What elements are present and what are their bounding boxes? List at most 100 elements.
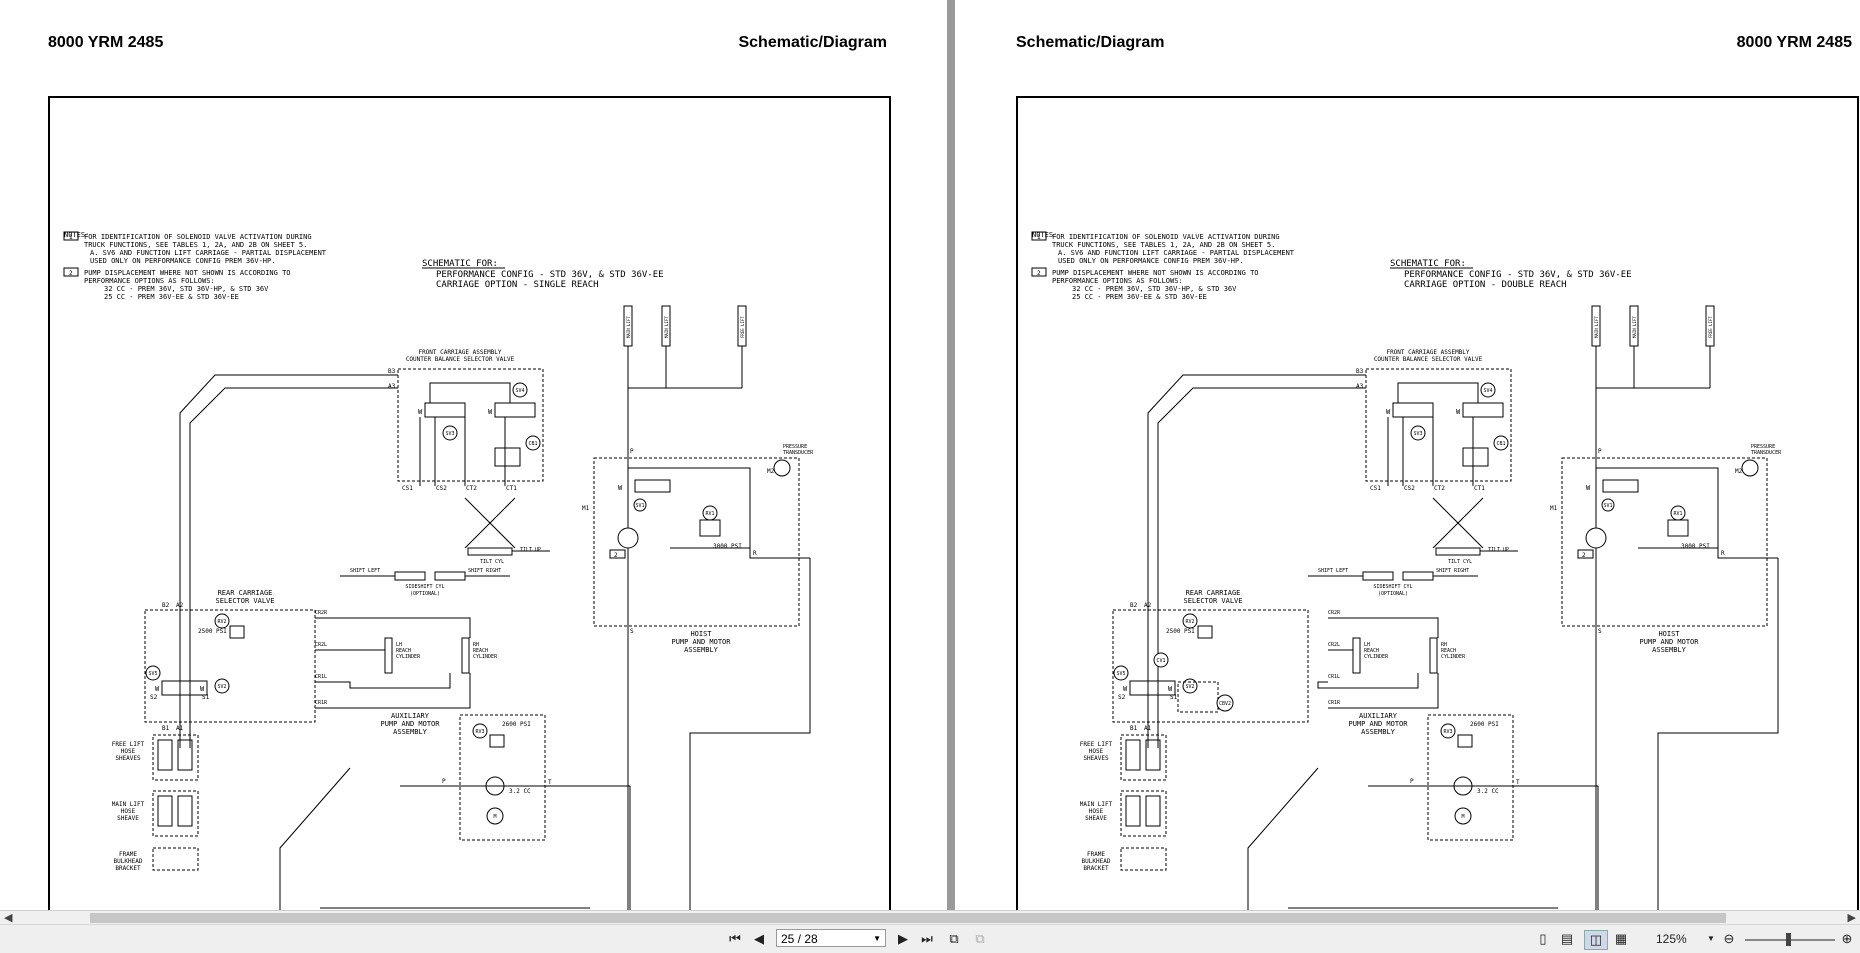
cb-circle: [1493, 435, 1509, 451]
page-number-input[interactable]: 25 / 28 ▼: [776, 929, 886, 947]
lift-cylinder-label: MAIN LIFT: [1632, 316, 1637, 338]
doc-id: 8000 YRM 2485: [48, 34, 164, 51]
prev-view-icon[interactable]: ⧉: [949, 931, 959, 946]
aux-motor-symbol: [1454, 807, 1472, 825]
hoist-label: HOIST: [690, 630, 712, 638]
reach-line: [315, 617, 471, 638]
note-text: USED ONLY ON PERFORMANCE CONFIG PREM 36V…: [90, 257, 275, 265]
hoist-label: PUMP AND MOTOR: [1639, 638, 1699, 646]
port-label: CR1L: [1328, 674, 1340, 680]
doc-id: 8000 YRM 2485: [1736, 34, 1852, 51]
port-label: CR1R: [315, 700, 328, 706]
notes-title: NOTES:: [64, 231, 89, 239]
prev-page-icon[interactable]: ◀: [754, 931, 764, 946]
zoom-out-icon[interactable]: ⊖: [1723, 931, 1735, 946]
lift-cylinder-label: FREE LIFT: [1708, 316, 1713, 338]
valve-tag: SV2: [1185, 684, 1194, 690]
selector-valve: [424, 402, 466, 418]
note-text: 25 CC - PREM 36V-EE & STD 36V-EE: [104, 293, 239, 301]
horizontal-scrollbar[interactable]: ◀ ▶: [0, 910, 1860, 925]
rh-reach-label: CYLINDER: [473, 654, 498, 660]
hose-line-b: [179, 374, 398, 748]
rh-reach-label: RH: [1441, 642, 1447, 648]
port-label: CR1R: [1328, 700, 1341, 706]
frame-label: BULKHEAD: [1082, 858, 1111, 865]
rv-circle: [1440, 723, 1456, 739]
front-carriage-label: FRONT CARRIAGE ASSEMBLY: [1386, 349, 1469, 356]
sv-circle: [1480, 382, 1496, 398]
relief-valve: [1667, 519, 1689, 537]
lift-cylinder-label: FREE LIFT: [740, 316, 745, 338]
port-label: W: [200, 685, 205, 693]
zoom-slider-thumb[interactable]: [1786, 933, 1791, 946]
rh-reach-label: CYLINDER: [1441, 654, 1466, 660]
shift-left-label: SHIFT LEFT: [350, 568, 380, 574]
tilt-cylinder-body: [467, 547, 513, 556]
port-label: CS1: [402, 485, 413, 492]
next-view-icon[interactable]: ⧉: [975, 931, 985, 946]
tilt-cyl-label: TILT CYL: [480, 559, 504, 565]
hoist-label: ASSEMBLY: [1652, 646, 1687, 654]
note-number: 1: [69, 234, 73, 241]
chevron-down-icon[interactable]: ▼: [873, 934, 881, 943]
scroll-right-icon[interactable]: ▶: [1847, 912, 1856, 924]
main-lift-sheave-box: [152, 790, 199, 837]
shift-right-label: SHIFT RIGHT: [468, 568, 501, 574]
port-label: CS2: [436, 485, 447, 492]
lh-reach-label: LH: [396, 642, 402, 648]
port-label: CT2: [466, 485, 477, 492]
single-page-icon[interactable]: ▯: [1539, 931, 1547, 946]
port-label: S: [630, 628, 634, 635]
note-text: A. SV6 AND FUNCTION LIFT CARRIAGE - PART…: [1058, 249, 1295, 257]
selector-valve: [1462, 402, 1504, 418]
two-page-icon[interactable]: ◫: [1584, 930, 1608, 950]
tilt-cylinder: [464, 497, 516, 524]
return-line: [1657, 558, 1779, 910]
port-label: R: [1721, 550, 1725, 557]
sheave: [1145, 739, 1161, 771]
valve-tag: M: [1461, 814, 1464, 820]
first-page-icon[interactable]: ⏮: [729, 931, 741, 946]
sv1-valve: [634, 479, 671, 493]
sheave: [177, 795, 193, 827]
port-label: P: [630, 448, 634, 455]
lh-reach-label: REACH: [396, 648, 411, 654]
valve-tag: SV4: [1483, 388, 1492, 394]
last-page-icon[interactable]: ⏭: [921, 931, 933, 946]
valve-tag: CBV2: [1219, 701, 1231, 707]
zoom-dropdown-icon[interactable]: ▼: [1707, 934, 1715, 943]
zoom-level[interactable]: 125%: [1656, 932, 1687, 946]
continuous-icon[interactable]: ▤: [1560, 931, 1574, 946]
port-label: R: [753, 550, 757, 557]
rear-carriage-box: [1112, 609, 1309, 723]
shift-right-label: SHIFT RIGHT: [1436, 568, 1469, 574]
section-title: Schematic/Diagram: [738, 34, 887, 51]
rear-carriage-label: REAR CARRIAGE: [218, 589, 273, 597]
reach-line: [315, 673, 451, 689]
scroll-left-icon[interactable]: ◀: [4, 912, 13, 924]
zoom-in-icon[interactable]: ⊕: [1841, 931, 1853, 946]
port-label: B2: [1130, 602, 1138, 609]
two-page-continuous-icon[interactable]: ▦: [1614, 931, 1628, 946]
note-text: TRUCK FUNCTIONS, SEE TABLES 1, 2A, AND 2…: [84, 241, 307, 249]
port-label: B1: [162, 725, 170, 732]
selector-valve: [1392, 402, 1434, 418]
sideshift-cylinder: [1362, 571, 1394, 581]
auxiliary-label: AUXILIARY: [1359, 712, 1398, 720]
port-label: A1: [176, 725, 184, 732]
port-label: A3: [1356, 383, 1364, 390]
rear-carriage-label: SELECTOR VALVE: [1183, 597, 1242, 605]
frame-label: FRAME: [1087, 851, 1105, 858]
port-label: CR2R: [1328, 610, 1341, 616]
port-label: W: [618, 484, 623, 492]
valve-tag: M: [493, 814, 496, 820]
port-label: W: [1168, 685, 1173, 693]
scroll-thumb[interactable]: [90, 913, 1726, 923]
next-page-icon[interactable]: ▶: [898, 931, 908, 946]
lh-reach-label: CYLINDER: [396, 654, 421, 660]
valve-tag: SV5: [1116, 671, 1125, 677]
psi-label: 2600 PSI: [1470, 721, 1499, 728]
pressure-transducer-label: PRESSURE: [1751, 444, 1775, 450]
rh-reach-cylinder: [1429, 637, 1438, 674]
